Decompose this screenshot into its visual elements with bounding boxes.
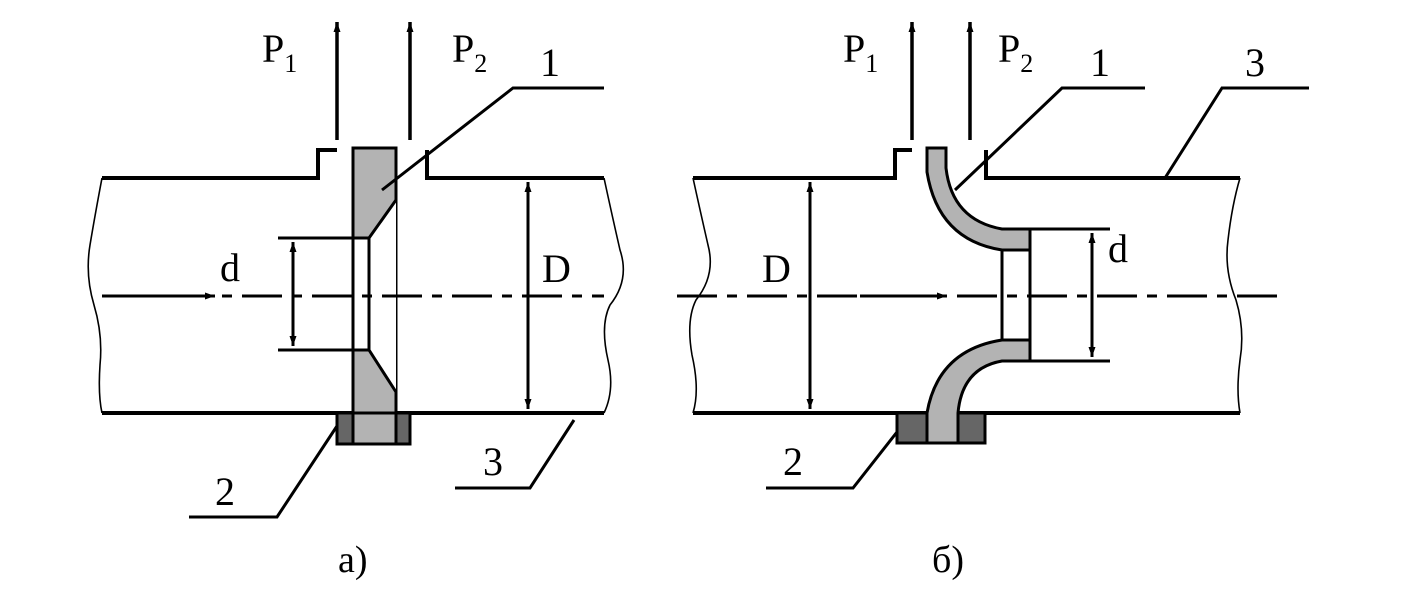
figure-a-orifice: P1 P2 1 2 3 d D а) [87,22,625,581]
p1-label-b: P1 [843,26,878,78]
label-2-a: 2 [215,469,235,514]
leader-2-b [766,431,899,490]
figure-b-nozzle: P1 P2 1 2 3 d D б) [677,22,1309,581]
big-D-label-a: D [542,246,571,291]
leader-1-a [381,86,604,192]
small-d-label-a: d [220,245,240,290]
small-d-label-b: d [1108,226,1128,271]
dim-d-b [1030,227,1110,363]
leader-2-a [189,425,339,519]
p2-label-a: P2 [452,26,487,78]
caption-b: б) [932,539,964,581]
seal-a [335,411,412,446]
big-D-label-b: D [762,246,791,291]
orifice-plate [351,146,398,415]
label-2-b: 2 [783,439,803,484]
p2-label-b: P2 [998,26,1033,78]
leader-3-b [1163,86,1309,179]
leader-1-b [953,86,1145,192]
label-3-a: 3 [483,439,503,484]
label-3-b: 3 [1245,40,1265,85]
label-1-b: 1 [1090,40,1110,85]
caption-a: а) [338,539,368,581]
nozzle [925,146,1032,445]
dim-d-a [278,236,353,352]
leader-3-a [455,419,576,490]
label-1-a: 1 [540,40,560,85]
p1-label-a: P1 [262,26,297,78]
